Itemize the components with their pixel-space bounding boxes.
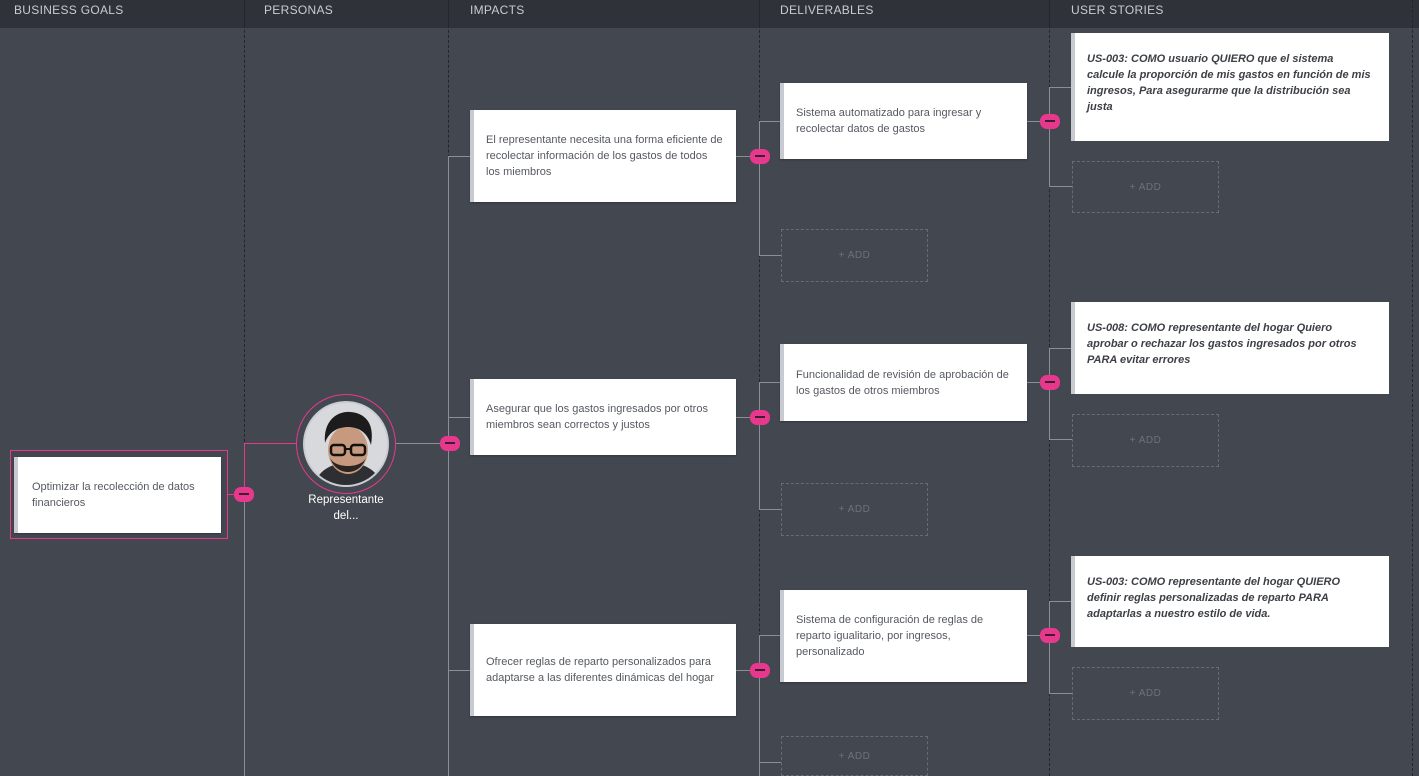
connector-line [244,443,296,444]
collapse-impact-toggle[interactable] [750,410,770,425]
business-goal-text: Optimizar la recolección de datos financ… [32,481,195,509]
add-deliverable-button[interactable]: + ADD [781,736,928,776]
column-divider [244,0,245,776]
collapse-deliverable-toggle[interactable] [1040,375,1060,390]
user-story-card[interactable]: US-003: COMO representante del hogar QUI… [1071,556,1389,647]
connector-line [244,494,245,776]
add-user-story-button[interactable]: + ADD [1072,667,1219,720]
column-title-personas: PERSONAS [264,3,334,17]
goal-selection-frame [10,450,228,539]
add-deliverable-button[interactable]: + ADD [781,229,928,282]
collapse-deliverable-toggle[interactable] [1040,114,1060,129]
add-user-story-button[interactable]: + ADD [1072,161,1219,213]
connector-line [759,255,781,256]
connector-line [1049,87,1050,187]
deliverable-text: Sistema automatizado para ingresar y rec… [796,107,982,135]
persona-name-line-1: Representante [308,494,384,506]
connector-line [1049,348,1050,440]
connector-line [759,382,781,383]
connector-line [1049,348,1073,349]
connector-line [448,670,472,671]
deliverable-text: Sistema de configuración de reglas de re… [796,614,984,658]
collapse-deliverable-toggle[interactable] [1040,628,1060,643]
column-divider [1412,0,1413,776]
collapse-goal-toggle[interactable] [234,487,254,502]
connector-line [736,670,760,671]
persona-photo-icon [305,403,387,485]
connector-line [1027,635,1050,636]
connector-line [1049,87,1073,88]
persona-avatar-ring [296,394,396,494]
connector-line [1049,601,1050,694]
column-title-deliverables: DELIVERABLES [780,3,874,17]
add-deliverable-button[interactable]: + ADD [781,483,928,536]
connector-line [1027,121,1050,122]
business-goal-card[interactable]: Optimizar la recolección de datos financ… [14,457,221,533]
connector-line [759,382,760,510]
connector-line [1049,693,1073,694]
connector-line [448,156,472,157]
connector-line [759,635,760,776]
connector-line [1027,382,1050,383]
persona-avatar[interactable] [303,401,389,487]
connector-line [759,635,781,636]
connector-line [759,509,781,510]
impact-card[interactable]: El representante necesita una forma efic… [470,110,736,202]
connector-line [759,121,760,256]
impact-text: Asegurar que los gastos ingresados por o… [486,403,708,431]
connector-line [396,443,448,444]
persona-name: Representante del... [286,492,406,524]
column-title-impacts: IMPACTS [470,3,525,17]
connector-line [759,121,781,122]
impact-text: El representante necesita una forma efic… [486,134,723,178]
column-title-user-stories: USER STORIES [1071,3,1164,17]
user-story-card[interactable]: US-003: COMO usuario QUIERO que el siste… [1071,33,1389,141]
collapse-impact-toggle[interactable] [750,149,770,164]
connector-line [244,443,245,494]
add-user-story-button[interactable]: + ADD [1072,414,1219,467]
deliverable-card[interactable]: Funcionalidad de revisión de aprobación … [780,344,1027,421]
connector-line [1049,601,1073,602]
collapse-persona-toggle[interactable] [440,436,460,451]
connector-line [1049,186,1073,187]
persona-name-line-2: del... [333,510,359,522]
impact-card[interactable]: Asegurar que los gastos ingresados por o… [470,379,736,455]
connector-line [448,417,472,418]
collapse-impact-toggle[interactable] [750,663,770,678]
connector-line [736,156,760,157]
connector-line [736,417,760,418]
connector-line [1049,439,1073,440]
column-header-bar: BUSINESS GOALS PERSONAS IMPACTS DELIVERA… [0,0,1419,28]
column-title-business-goals: BUSINESS GOALS [14,3,124,17]
impact-card[interactable]: Ofrecer reglas de reparto personalizados… [470,624,736,716]
user-story-card[interactable]: US-008: COMO representante del hogar Qui… [1071,302,1389,394]
connector-line [759,762,781,763]
connector-line [448,156,449,776]
impact-text: Ofrecer reglas de reparto personalizados… [486,656,715,684]
deliverable-card[interactable]: Sistema de configuración de reglas de re… [780,590,1027,682]
deliverable-text: Funcionalidad de revisión de aprobación … [796,368,1009,397]
deliverable-card[interactable]: Sistema automatizado para ingresar y rec… [780,83,1027,159]
